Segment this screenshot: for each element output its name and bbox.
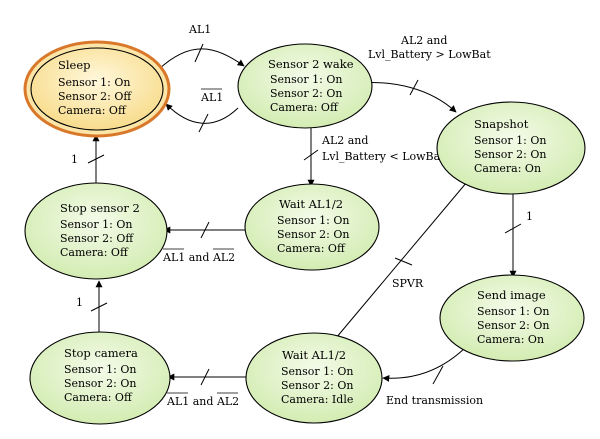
label-one-stop-sensor2: 1 xyxy=(71,153,78,166)
states: Sleep Sensor 1: On Sensor 2: Off Camera:… xyxy=(23,40,586,425)
state-line: Camera: Off xyxy=(277,242,346,255)
label-not-al1-and-not-al2-upper: AL1 and AL2 xyxy=(162,248,235,264)
state-stop-camera: Stop camera Sensor 1: On Sensor 2: On Ca… xyxy=(29,331,171,425)
edge-send-image-to-wait-b xyxy=(382,346,467,382)
state-stop-sensor2-ellipse xyxy=(24,182,168,280)
edge-tick xyxy=(432,365,444,385)
state-line: Sensor 1: On xyxy=(58,76,130,89)
state-title: Sensor 2 wake xyxy=(268,57,354,71)
edge-sensor2-wake-to-sleep xyxy=(165,103,239,124)
state-wait-a: Wait AL1/2 Sensor 1: On Sensor 2: On Cam… xyxy=(244,183,380,271)
state-sensor2-wake: Sensor 2 wake Sensor 1: On Sensor 2: On … xyxy=(237,43,373,129)
state-title: Snapshot xyxy=(474,117,529,131)
state-line: Sensor 1: On xyxy=(281,365,353,378)
edge-tick xyxy=(394,257,413,266)
edge-tick xyxy=(194,43,204,63)
label-part: AL2 xyxy=(216,395,239,408)
state-line: Sensor 1: On xyxy=(277,214,349,227)
label-one-stop-camera: 1 xyxy=(76,296,83,309)
state-line: Camera: Off xyxy=(58,104,127,117)
label-end-transmission: End transmission xyxy=(386,394,483,407)
state-line: Sensor 2: Off xyxy=(58,90,132,103)
label-one-snapshot: 1 xyxy=(526,210,533,223)
edge-sleep-to-sensor2-wake xyxy=(157,48,245,71)
state-line: Sensor 2: On xyxy=(281,379,353,392)
state-line: Sensor 2: On xyxy=(474,148,546,161)
edge-tick xyxy=(87,154,105,164)
label-al1: AL1 xyxy=(188,23,211,36)
label-al1-bar-text: AL1 xyxy=(200,91,223,104)
state-line: Camera: On xyxy=(477,333,544,346)
edge-tick xyxy=(90,302,108,312)
label-not-al1-and-not-al2-lower: AL1 and AL2 xyxy=(166,392,239,408)
state-line: Sensor 1: On xyxy=(477,305,549,318)
state-line: Sensor 2: On xyxy=(270,87,342,100)
state-line: Sensor 1: On xyxy=(270,73,342,86)
state-line: Sensor 2: On xyxy=(277,228,349,241)
state-send-image-ellipse xyxy=(439,274,585,362)
svg-text:AL1 and AL2: AL1 and AL2 xyxy=(162,251,235,264)
label-part: and xyxy=(185,251,213,264)
edge-wait-b-to-snapshot xyxy=(335,175,473,339)
state-sleep: Sleep Sensor 1: On Sensor 2: Off Camera:… xyxy=(23,40,171,138)
label-al1-bar: AL1 xyxy=(200,88,223,104)
state-title: Wait AL1/2 xyxy=(279,197,343,211)
state-snapshot-ellipse xyxy=(436,101,586,195)
state-title: Wait AL1/2 xyxy=(282,348,346,362)
state-line: Camera: Off xyxy=(270,101,339,114)
state-title: Send image xyxy=(477,288,546,302)
label-part: and xyxy=(189,395,217,408)
label-al2-high-line1: AL2 and xyxy=(400,34,447,47)
label-al2-low-line2: Lvl_Battery < LowBat xyxy=(322,150,445,163)
state-wait-b: Wait AL1/2 Sensor 1: On Sensor 2: On Cam… xyxy=(245,332,383,424)
state-title: Stop sensor 2 xyxy=(60,201,140,215)
state-line: Sensor 1: On xyxy=(64,363,136,376)
svg-text:AL1 and AL2: AL1 and AL2 xyxy=(166,395,239,408)
edge-tick xyxy=(303,149,319,161)
state-line: Camera: Off xyxy=(64,391,133,404)
state-line: Sensor 1: On xyxy=(474,134,546,147)
label-part: AL2 xyxy=(212,251,235,264)
edges xyxy=(87,43,522,386)
state-title: Stop camera xyxy=(64,346,138,360)
edge-tick xyxy=(198,113,209,133)
state-line: Sensor 2: On xyxy=(64,377,136,390)
edge-tick xyxy=(409,79,419,96)
state-line: Camera: Idle xyxy=(281,393,353,406)
state-stop-camera-ellipse xyxy=(29,331,171,425)
state-title: Sleep xyxy=(58,58,91,72)
state-line: Sensor 1: On xyxy=(60,218,132,231)
edge-tick xyxy=(200,221,210,239)
state-send-image: Send image Sensor 1: On Sensor 2: On Cam… xyxy=(439,274,585,362)
label-al2-low-line1: AL2 and xyxy=(321,134,368,147)
label-part: AL1 xyxy=(166,395,189,408)
edge-labels: AL1 AL1 AL2 and Lvl_Battery > LowBat AL2… xyxy=(71,23,533,408)
state-line: Camera: Off xyxy=(60,246,129,259)
state-snapshot: Snapshot Sensor 1: On Sensor 2: On Camer… xyxy=(436,101,586,195)
state-sleep-ellipse xyxy=(30,47,164,131)
label-part: AL1 xyxy=(162,251,185,264)
state-line: Sensor 2: Off xyxy=(60,232,134,245)
state-wait-b-ellipse xyxy=(245,332,383,424)
label-spvr: SPVR xyxy=(392,277,424,290)
state-sensor2-wake-ellipse xyxy=(237,43,373,129)
edge-tick xyxy=(504,223,522,234)
state-stop-sensor2: Stop sensor 2 Sensor 1: On Sensor 2: Off… xyxy=(24,182,168,280)
edge-tick xyxy=(200,368,210,386)
state-wait-a-ellipse xyxy=(244,183,380,271)
label-al2-high-line2: Lvl_Battery > LowBat xyxy=(368,48,491,61)
state-line: Sensor 2: On xyxy=(477,319,549,332)
state-line: Camera: On xyxy=(474,162,541,175)
